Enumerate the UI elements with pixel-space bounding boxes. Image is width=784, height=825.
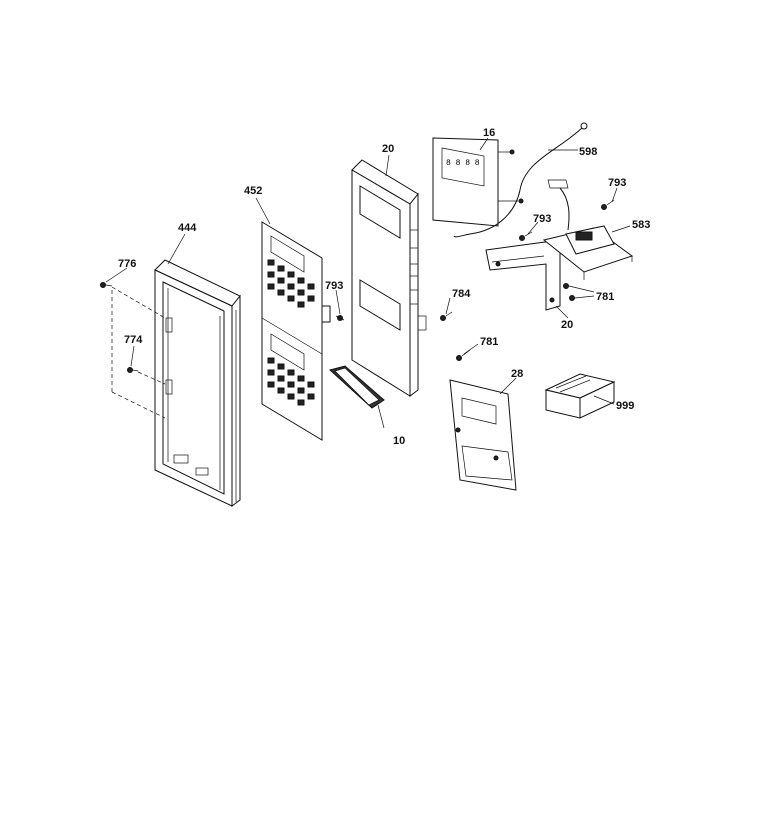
screw-793-mid [519, 231, 533, 241]
callout-784: 784 [452, 288, 471, 300]
callout-793-left: 793 [325, 280, 343, 292]
circuit-board-28 [449, 379, 517, 491]
display-board-16: 8 8 8 8 [432, 137, 524, 227]
screw-793-left [335, 315, 345, 321]
screw-774 [127, 367, 139, 373]
callout-20-top: 20 [382, 143, 394, 155]
callout-774: 774 [124, 334, 143, 346]
relay-bracket-20 [485, 239, 561, 311]
callout-781-mid: 781 [480, 336, 498, 348]
callout-793-right: 793 [608, 177, 626, 189]
callout-28: 28 [511, 368, 523, 380]
callout-452: 452 [244, 185, 262, 197]
screw-776 [100, 282, 113, 288]
callout-793-mid: 793 [533, 213, 551, 225]
screw-784 [440, 311, 453, 321]
box-999 [544, 373, 616, 419]
wire-harness-598 [453, 122, 588, 238]
callout-781-right: 781 [596, 291, 614, 303]
callout-776: 776 [118, 258, 136, 270]
callout-444: 444 [178, 222, 197, 234]
svg-text:8 8 8 8: 8 8 8 8 [446, 159, 480, 168]
callout-598: 598 [579, 146, 597, 158]
control-panel-452 [261, 221, 331, 441]
callout-16: 16 [483, 127, 495, 139]
door-frame-444 [154, 259, 241, 507]
screw-793-right [601, 199, 615, 210]
leader-dashes-left [111, 286, 166, 419]
leader-lines [105, 137, 631, 405]
callout-10: 10 [393, 435, 405, 447]
callout-999: 999 [616, 400, 634, 412]
lower-keypad [267, 357, 315, 406]
relay-board-583 [542, 225, 634, 280]
window-gasket-10 [328, 365, 385, 429]
control-housing-20 [351, 159, 427, 397]
upper-keypad [267, 259, 315, 308]
screws-781-right [563, 283, 595, 301]
callout-583: 583 [632, 219, 650, 231]
callout-20-bottom: 20 [561, 319, 573, 331]
